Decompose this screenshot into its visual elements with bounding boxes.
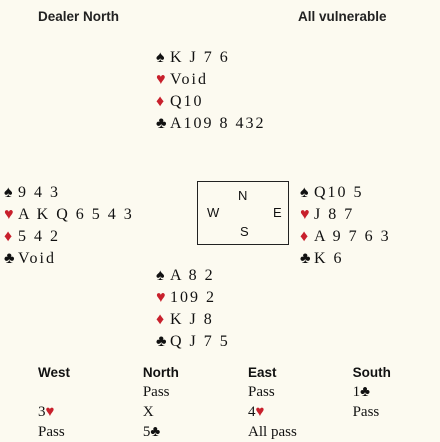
east-spades-row: ♠ Q10 5 (300, 182, 391, 204)
north-hearts-cards: Void (170, 71, 208, 88)
auction-call: X (142, 403, 154, 420)
east-hearts-cards: J 8 7 (314, 206, 355, 223)
north-spades-row: ♠ K J 7 6 (156, 47, 266, 69)
east-spades-cards: Q10 5 (314, 184, 364, 201)
auction-call: All pass (248, 423, 297, 440)
west-spades-row: ♠ 9 4 3 (4, 182, 134, 204)
club-icon: ♣ (156, 333, 167, 350)
auction-header-north: North (142, 364, 179, 380)
heart-icon: ♥ (156, 71, 166, 88)
south-diamonds-row: ♦ K J 8 (156, 309, 230, 331)
compass-south: S (240, 224, 249, 239)
east-diamonds-cards: A 9 7 6 3 (314, 228, 391, 245)
west-hearts-cards: A K Q 6 5 4 3 (18, 206, 134, 223)
diamond-icon: ♦ (300, 228, 309, 245)
auction-header-east: East (248, 364, 277, 380)
dealer-label: Dealer North (38, 9, 120, 24)
north-hearts-row: ♥Void (156, 69, 266, 91)
auction-call (20, 382, 125, 402)
compass-north: N (238, 188, 248, 203)
west-spades-cards: 9 4 3 (18, 184, 60, 201)
south-hearts-row: ♥109 2 (156, 287, 230, 309)
auction-call: Pass (142, 383, 170, 400)
auction-row: 3♥ X 4♥ Pass (20, 402, 440, 422)
compass-east: E (273, 205, 282, 220)
auction-call: Pass (38, 423, 65, 440)
auction-row: Pass 5♣ All pass (20, 422, 440, 442)
east-hearts-row: ♥J 8 7 (300, 204, 391, 226)
auction-call: 3♥ (38, 403, 55, 420)
diamond-icon: ♦ (4, 228, 13, 245)
club-icon: ♣ (4, 250, 15, 267)
spade-icon: ♠ (300, 184, 309, 201)
auction-call: Pass (248, 383, 275, 400)
south-diamonds-cards: K J 8 (170, 311, 214, 328)
west-diamonds-row: ♦ 5 4 2 (4, 226, 134, 248)
club-icon: ♣ (156, 115, 167, 132)
north-hand: ♠ K J 7 6 ♥Void ♦ Q10 ♣A109 8 432 (156, 47, 266, 135)
auction-call: 4♥ (248, 403, 265, 420)
heart-icon: ♥ (4, 206, 14, 223)
spade-icon: ♠ (4, 184, 13, 201)
east-clubs-cards: K 6 (314, 250, 344, 267)
heart-icon: ♥ (300, 206, 310, 223)
auction-call (335, 422, 440, 442)
vulnerability-label: All vulnerable (298, 9, 387, 24)
auction-header-row: West North East South (20, 362, 440, 382)
diamond-icon: ♦ (156, 311, 165, 328)
north-diamonds-row: ♦ Q10 (156, 91, 266, 113)
west-clubs-cards: Void (18, 250, 56, 267)
south-hand: ♠ A 8 2 ♥109 2 ♦ K J 8 ♣Q J 7 5 (156, 265, 230, 353)
west-clubs-row: ♣Void (4, 248, 134, 270)
north-clubs-row: ♣A109 8 432 (156, 113, 266, 135)
diamond-icon: ♦ (156, 93, 165, 110)
north-spades-cards: K J 7 6 (170, 49, 230, 66)
club-icon: ♣ (300, 250, 311, 267)
spade-icon: ♠ (156, 49, 165, 66)
north-diamonds-cards: Q10 (170, 93, 204, 110)
south-spades-cards: A 8 2 (170, 267, 215, 284)
compass-box: N W E S (197, 181, 289, 245)
auction-call: 5♣ (142, 423, 161, 440)
heart-icon: ♥ (156, 289, 166, 306)
east-clubs-row: ♣K 6 (300, 248, 391, 270)
east-diamonds-row: ♦ A 9 7 6 3 (300, 226, 391, 248)
west-hand: ♠ 9 4 3 ♥A K Q 6 5 4 3 ♦ 5 4 2 ♣Void (4, 182, 134, 270)
south-hearts-cards: 109 2 (170, 289, 216, 306)
auction-call: Pass (352, 403, 380, 420)
west-diamonds-cards: 5 4 2 (18, 228, 60, 245)
south-spades-row: ♠ A 8 2 (156, 265, 230, 287)
north-clubs-cards: A109 8 432 (170, 115, 266, 132)
east-hand: ♠ Q10 5 ♥J 8 7 ♦ A 9 7 6 3 ♣K 6 (300, 182, 391, 270)
spade-icon: ♠ (156, 267, 165, 284)
auction-header-south: South (352, 364, 391, 380)
auction-table: West North East South Pass Pass 1♣ 3♥ X … (20, 362, 440, 442)
auction-call: 1♣ (352, 383, 370, 400)
west-hearts-row: ♥A K Q 6 5 4 3 (4, 204, 134, 226)
auction-header-west: West (38, 364, 71, 380)
south-clubs-cards: Q J 7 5 (170, 333, 230, 350)
compass-west: W (207, 205, 220, 220)
south-clubs-row: ♣Q J 7 5 (156, 331, 230, 353)
auction-row: Pass Pass 1♣ (20, 382, 440, 402)
